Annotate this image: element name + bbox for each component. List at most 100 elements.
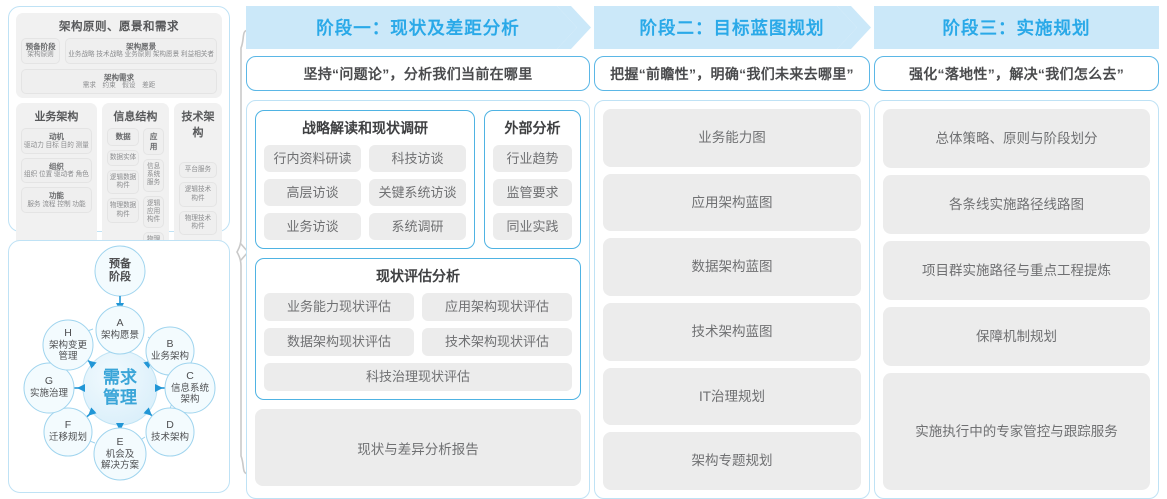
cell-motivation: 动机 驱动力 目标 目的 测量: [21, 128, 92, 154]
cell-title: 预备阶段: [25, 42, 56, 51]
svg-text:B: B: [166, 338, 173, 350]
phase-1-subtitle-text: 坚持“问题论”，分析我们当前在哪里: [303, 65, 533, 82]
cell-title: 架构需求: [104, 72, 134, 82]
cell-physical-data-component: 物理数据构件: [106, 198, 140, 223]
phase-2-header-label: 阶段二：目标蓝图规划: [639, 18, 825, 38]
cell-logical-data-component: 逻辑数据构件: [106, 169, 140, 195]
phase-2-item[interactable]: 架构专题规划: [603, 432, 861, 491]
cell-logical-technology-component: 逻辑技术构件: [178, 182, 217, 207]
strategy-item[interactable]: 业务访谈: [264, 213, 361, 240]
phase-2-item[interactable]: 数据架构蓝图: [603, 238, 861, 297]
phase-1-header[interactable]: 阶段一：现状及差距分析: [246, 6, 591, 49]
cell-title: 架构愿景: [126, 42, 157, 51]
cycle-node-f: [43, 407, 93, 457]
phase-3-header-label: 阶段三：实施规划: [942, 18, 1091, 38]
cell-sub: 数据实体: [109, 153, 137, 161]
cell-sub: 架构原则: [27, 51, 54, 59]
strategy-research-box: 战略解读和现状调研 行内资料研读 科技访谈 高层访谈 关键系统访谈 业务访谈 系…: [255, 110, 475, 249]
cell-architecture-requirements: 架构需求 需求 约束 假设 差距: [21, 68, 217, 95]
group-title: 架构原则、愿景和需求: [59, 21, 179, 33]
svg-text:业务架构: 业务架构: [151, 350, 189, 362]
cell-title: 动机: [48, 132, 64, 142]
cell-title: 组织: [48, 161, 64, 171]
external-item[interactable]: 监管要求: [493, 179, 572, 206]
cell-sub: 平台服务: [184, 166, 212, 174]
assessment-item[interactable]: 数据架构现状评估: [264, 328, 414, 356]
architecture-principles-group: 架构原则、愿景和需求 预备阶段 架构原则 架构愿景 业务战略 技术战略 业务原则…: [16, 13, 222, 99]
cell-sub: 逻辑数据构件: [109, 173, 137, 190]
block-title: 业务架构: [34, 111, 79, 124]
phase-3-header[interactable]: 阶段三：实施规划: [874, 6, 1159, 49]
cell-architecture-vision: 架构愿景 业务战略 技术战略 业务原则 架构愿景 利益相关者: [65, 38, 217, 64]
cell-sub: 物理技术构件: [184, 214, 212, 231]
phase-2-item[interactable]: 应用架构蓝图: [603, 173, 861, 232]
cell-application: 应用: [143, 128, 164, 155]
svg-text:A: A: [116, 317, 123, 329]
phase-3-subtitle: 强化“落地性”，解决“我们怎么去”: [874, 56, 1159, 91]
cell-platform-service: 平台服务: [178, 162, 217, 179]
cell-sub: 逻辑技术构件: [184, 186, 212, 202]
cell-organization: 组织 组织 位置 驱动者 角色: [21, 157, 92, 184]
phase-3-item[interactable]: 总体策略、原则与阶段划分: [883, 109, 1150, 169]
cell-title: 数据: [115, 132, 131, 142]
phase-2-item[interactable]: 技术架构蓝图: [603, 303, 861, 361]
cell-sub: 需求 约束 假设 差距: [82, 81, 156, 89]
phase-3-subtitle-text: 强化“落地性”，解决“我们怎么去”: [908, 65, 1125, 82]
svg-text:架构愿景: 架构愿景: [101, 329, 139, 341]
cell-sub: 服务 流程 控制 功能: [27, 200, 86, 208]
cycle-node-d: [145, 407, 195, 457]
assessment-item[interactable]: 应用架构现状评估: [422, 293, 572, 321]
assessment-item[interactable]: 业务能力现状评估: [264, 293, 414, 321]
cell-information-system-service: 信息系统服务: [143, 158, 164, 192]
phase-1-column: 阶段一：现状及差距分析 坚持“问题论”，分析我们当前在哪里 战略解读和现状调研 …: [246, 6, 591, 499]
phase-3-item[interactable]: 各条线实施路径线路图: [883, 175, 1150, 235]
cell-sub: 业务战略 技术战略 业务原则 架构愿景 利益相关者: [68, 51, 214, 59]
adm-cycle-svg: 需求 管理 预备 阶段: [23, 245, 216, 481]
cycle-node-g: [23, 362, 75, 414]
phase-2-item[interactable]: 业务能力图: [603, 109, 861, 167]
svg-text:G: G: [45, 375, 53, 387]
strategy-item[interactable]: 高层访谈: [264, 179, 361, 206]
phase-3-item[interactable]: 保障机制规划: [883, 307, 1150, 367]
svg-text:解决方案: 解决方案: [101, 459, 140, 471]
current-state-assessment-box: 现状评估分析 业务能力现状评估 应用架构现状评估 数据架构现状评估 技术架构现状…: [255, 258, 581, 400]
strategy-item[interactable]: 关键系统访谈: [369, 179, 466, 206]
phase-1-header-label: 阶段一：现状及差距分析: [316, 18, 520, 38]
phase-3-item[interactable]: 项目群实施路径与重点工程提炼: [883, 241, 1150, 301]
assessment-item[interactable]: 技术架构现状评估: [422, 328, 572, 356]
cell-data-entity: 数据实体: [106, 149, 140, 166]
togaf-content-framework-panel: 架构原则、愿景和需求 预备阶段 架构原则 架构愿景 业务战略 技术战略 业务原则…: [8, 6, 230, 320]
svg-text:E: E: [116, 436, 123, 448]
phase-2-item[interactable]: IT治理规划: [603, 367, 861, 426]
phase-3-item[interactable]: 实施执行中的专家管控与跟踪服务: [883, 373, 1150, 491]
svg-text:D: D: [166, 419, 174, 431]
cell-sub: 物理数据构件: [109, 202, 137, 218]
cell-data: 数据: [106, 128, 140, 146]
svg-text:技术架构: 技术架构: [151, 431, 189, 443]
cell-title: 应用: [149, 132, 158, 151]
cell-logical-application-component: 逻辑应用构件: [143, 195, 164, 229]
external-analysis-box: 外部分析 行业趋势 监管要求 同业实践: [484, 110, 581, 249]
external-item[interactable]: 同业实践: [493, 213, 572, 240]
cycle-node-h: [42, 319, 94, 371]
cycle-node-e: [93, 427, 147, 481]
phase-3-body: 总体策略、原则与阶段划分 各条线实施路径线路图 项目群实施路径与重点工程提炼 保…: [874, 100, 1159, 499]
phase-2-subtitle-text: 把握“前瞻性”，明确“我们未来去哪里”: [610, 65, 854, 82]
cell-sub: 逻辑应用构件: [147, 199, 161, 224]
strategy-item[interactable]: 科技访谈: [369, 145, 466, 172]
phase-1-body: 战略解读和现状调研 行内资料研读 科技访谈 高层访谈 关键系统访谈 业务访谈 系…: [246, 100, 590, 499]
assessment-item-full[interactable]: 科技治理现状评估: [264, 363, 572, 391]
svg-text:H: H: [64, 327, 72, 339]
cell-preliminary-phase: 预备阶段 架构原则: [21, 38, 61, 64]
phase-2-subtitle: 把握“前瞻性”，明确“我们未来去哪里”: [594, 56, 870, 91]
external-item[interactable]: 行业趋势: [493, 145, 572, 172]
gap-analysis-report-item[interactable]: 现状与差异分析报告: [255, 409, 581, 486]
external-box-title: 外部分析: [504, 120, 561, 136]
cell-function: 功能 服务 流程 控制 功能: [21, 187, 92, 214]
strategy-item[interactable]: 系统调研: [369, 213, 466, 240]
cycle-center-line1: 需求: [103, 367, 137, 387]
strategy-item[interactable]: 行内资料研读: [264, 145, 361, 172]
phase-2-header[interactable]: 阶段二：目标蓝图规划: [594, 6, 871, 49]
phase-2-column: 阶段二：目标蓝图规划 把握“前瞻性”，明确“我们未来去哪里” 业务能力图 应用架…: [594, 6, 871, 499]
